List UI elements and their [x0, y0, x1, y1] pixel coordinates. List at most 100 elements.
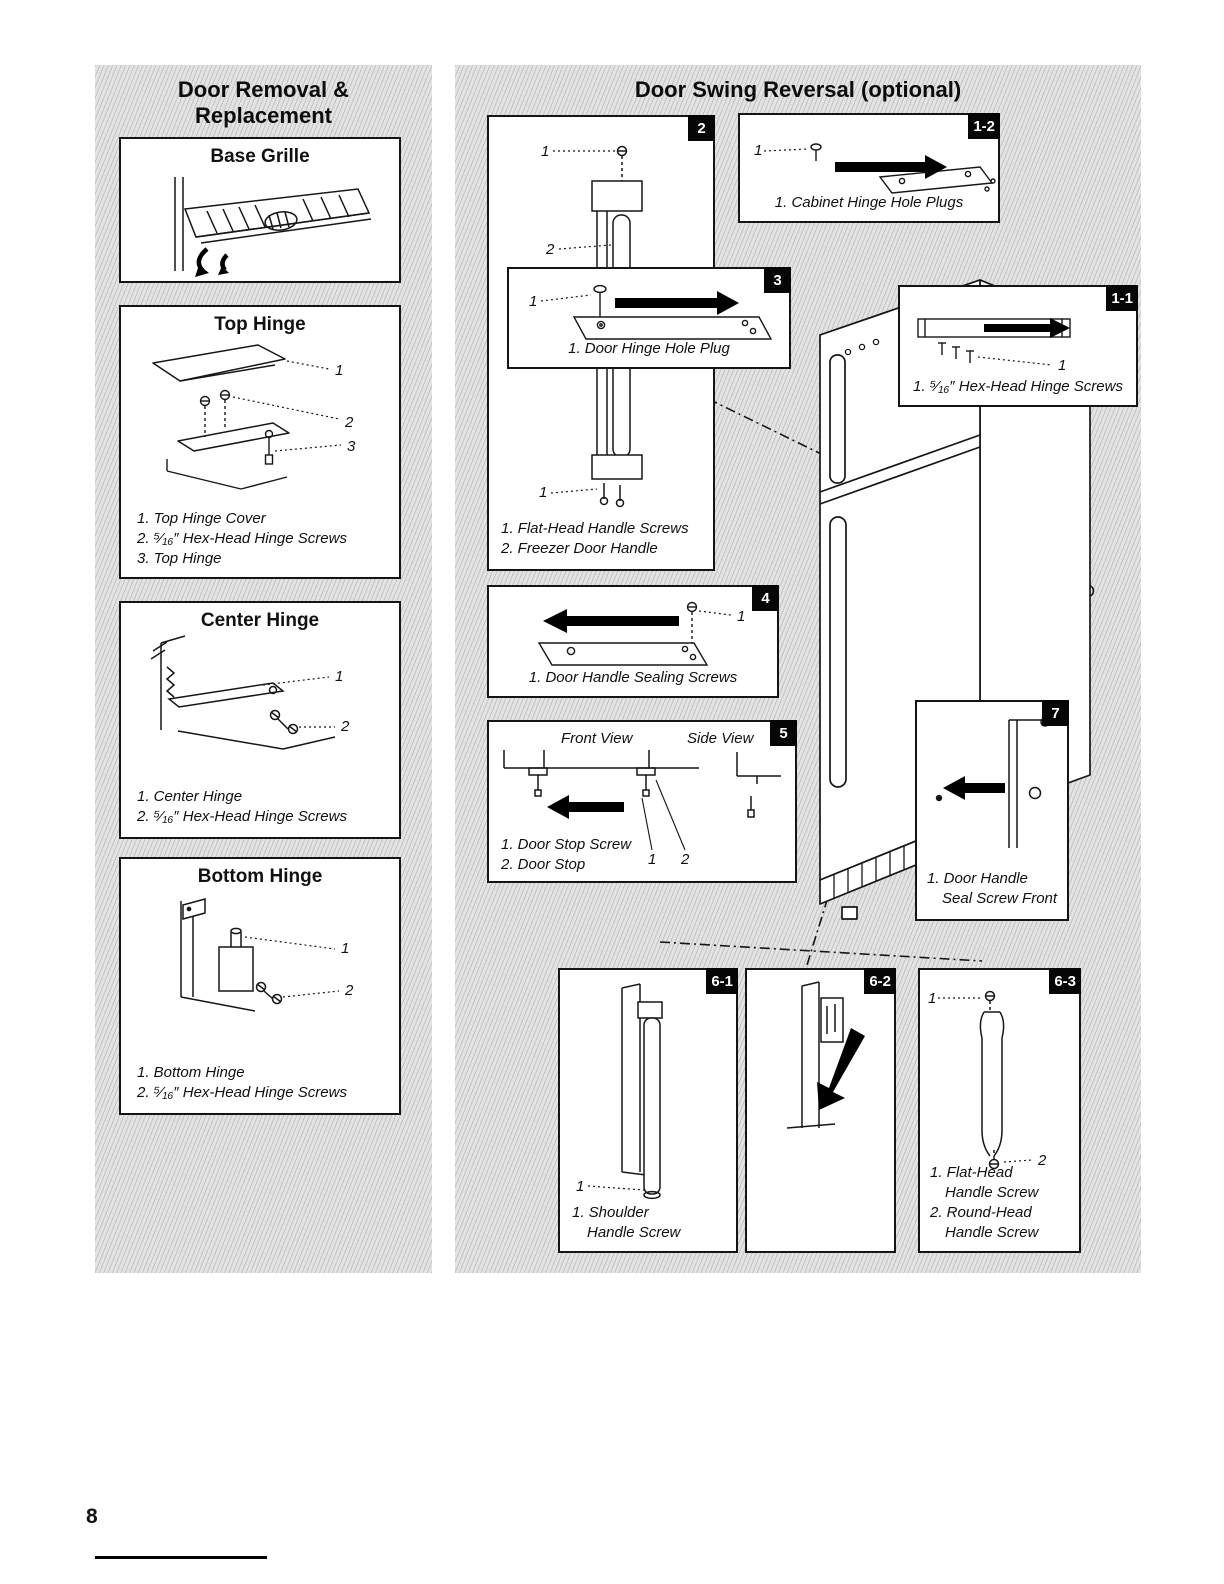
side-view-label: Side View	[687, 730, 754, 747]
center-hinge-legend: 1. Center Hinge 2. ⁵⁄₁₆″ Hex-Head Hinge …	[137, 787, 347, 827]
box11-callout-1: 1	[1058, 357, 1066, 374]
bottom-hinge-illustration: 1 2	[180, 898, 354, 1012]
center-hinge-callout-1: 1	[335, 668, 343, 685]
legend-line: 1. Shoulder	[572, 1203, 649, 1221]
sealing-screws-illustration: 1	[537, 601, 745, 666]
legend-line: Seal Screw Front	[942, 889, 1058, 907]
legend-line: 2. Door Stop	[501, 855, 586, 873]
center-hinge-title: Center Hinge	[200, 610, 320, 631]
bottom-hinge-title: Bottom Hinge	[197, 866, 323, 887]
handle-rotate-box: 6-2	[745, 968, 896, 1253]
step-badge-1-2: 1-2	[968, 113, 1000, 139]
box63-callout-2: 2	[1037, 1152, 1047, 1169]
step-badge-5: 5	[770, 720, 797, 746]
center-hinge-callout-2: 2	[340, 718, 350, 735]
box5-callout-1: 1	[648, 851, 656, 868]
base-grille-box: Base Grille	[119, 137, 401, 283]
step-badge-1-1: 1-1	[1106, 285, 1138, 311]
door-stop-box: 5 Front View Side View	[487, 720, 797, 883]
bottom-hinge-callout-1: 1	[341, 940, 349, 957]
legend-line: 1. Door Stop Screw	[501, 835, 632, 853]
door-plug-illustration: 1	[529, 284, 773, 340]
box5-callout-2: 2	[680, 851, 690, 868]
legend-line: Handle Screw	[587, 1223, 681, 1241]
box2-callout-bottom: 1	[539, 484, 547, 501]
hex-screws-box: 1-1 1 1. ⁵⁄₁₆″ Hex-Head Hinge Screws	[898, 285, 1138, 407]
top-hinge-box: Top Hinge	[119, 305, 401, 579]
box12-callout-1: 1	[754, 142, 762, 159]
door-hinge-plug-box: 3 1 1. Door Hinge Hole Plug	[507, 267, 791, 369]
bottom-hinge-box: Bottom Hinge 1 2	[119, 857, 401, 1115]
box4-callout-1: 1	[737, 608, 745, 625]
base-grille-illustration	[174, 177, 372, 277]
shoulder-screw-legend: 1. Shoulder Handle Screw	[572, 1203, 680, 1243]
left-title-line2: Replacement	[195, 102, 332, 128]
step-badge-2: 2	[688, 115, 715, 141]
legend-line: 2. Round-Head	[930, 1203, 1032, 1221]
legend-line: 1. Bottom Hinge	[137, 1063, 245, 1081]
handle-screws-illustration: 1 2	[928, 990, 1047, 1170]
door-plug-legend: 1. Door Hinge Hole Plug	[568, 339, 730, 357]
top-hinge-callout-1: 1	[335, 362, 343, 379]
bottom-hinge-legend: 1. Bottom Hinge 2. ⁵⁄₁₆″ Hex-Head Hinge …	[137, 1063, 347, 1103]
shoulder-screw-illustration: 1	[576, 983, 663, 1200]
box2-callout-mid: 2	[545, 241, 555, 258]
step-badge-7: 7	[1042, 700, 1069, 726]
top-hinge-legend: 1. Top Hinge Cover 2. ⁵⁄₁₆″ Hex-Head Hin…	[137, 509, 347, 569]
sealing-screws-box: 4 1 1. Door Handle Sealing Screws	[487, 585, 779, 698]
top-hinge-title: Top Hinge	[214, 314, 306, 335]
legend-line: 2. ⁵⁄₁₆″ Hex-Head Hinge Screws	[137, 807, 347, 825]
box2-callout-top: 1	[541, 143, 549, 160]
door-stop-illustration: 1 2	[503, 750, 781, 868]
handle-screws-box: 6-3 1 2 1. Flat-Head Handle Screw 2. Rou…	[918, 968, 1081, 1253]
box3-callout-1: 1	[529, 293, 537, 310]
legend-line: 2. Freezer Door Handle	[501, 539, 658, 557]
right-column-title: Door Swing Reversal (optional)	[634, 77, 962, 102]
box61-callout-1: 1	[576, 1178, 584, 1195]
freezer-handle-legend: 1. Flat-Head Handle Screws 2. Freezer Do…	[501, 519, 689, 559]
handle-screws-legend: 1. Flat-Head Handle Screw 2. Round-Head …	[930, 1163, 1038, 1243]
seal-screw-legend: 1. Door Handle Seal Screw Front	[927, 869, 1057, 909]
box63-callout-1: 1	[928, 990, 936, 1007]
legend-line: 1. Flat-Head	[930, 1163, 1013, 1181]
center-hinge-box: Center Hinge 1 2	[119, 601, 401, 839]
base-grille-title: Base Grille	[210, 146, 310, 167]
cabinet-hinge-plugs-box: 1-2 1 1. Cabinet Hinge Hole Plugs	[738, 113, 1000, 223]
step-badge-6-2: 6-2	[864, 968, 896, 994]
legend-line: 1. Center Hinge	[137, 787, 243, 805]
bottom-hinge-callout-2: 2	[344, 982, 354, 999]
center-hinge-illustration: 1 2	[150, 635, 350, 750]
door-stop-legend: 1. Door Stop Screw 2. Door Stop	[501, 835, 631, 875]
page-number: 8	[86, 1505, 98, 1528]
legend-line: Handle Screw	[945, 1223, 1039, 1241]
legend-line: 3. Top Hinge	[137, 549, 222, 567]
top-hinge-illustration: 1 2 3	[152, 344, 356, 490]
left-column-title: Door Removal & Replacement	[95, 77, 432, 129]
footer-rule	[95, 1556, 267, 1559]
legend-line: Handle Screw	[945, 1183, 1039, 1201]
handle-rotate-illustration	[786, 981, 865, 1129]
shoulder-screw-box: 6-1 1 1. Shoulder Handle Screw	[558, 968, 738, 1253]
seal-screw-front-box: 7 1. Door Handle Seal Screw Front	[915, 700, 1069, 921]
top-hinge-callout-3: 3	[347, 438, 356, 455]
step-badge-6-1: 6-1	[706, 968, 738, 994]
seal-screw-illustration	[935, 717, 1057, 848]
step-badge-3: 3	[764, 267, 791, 293]
legend-line: 2. ⁵⁄₁₆″ Hex-Head Hinge Screws	[137, 529, 347, 547]
legend-line: 1. Door Handle	[927, 869, 1028, 887]
step-badge-4: 4	[752, 585, 779, 611]
door-removal-panel: Door Removal & Replacement Base Grille	[95, 65, 432, 1273]
legend-line: 1. Flat-Head Handle Screws	[501, 519, 689, 537]
legend-line: 1. Top Hinge Cover	[137, 509, 266, 527]
cabinet-plugs-legend: 1. Cabinet Hinge Hole Plugs	[774, 193, 964, 211]
cabinet-plugs-illustration: 1	[754, 142, 996, 194]
door-swing-panel: Door Swing Reversal (optional)	[455, 65, 1141, 1273]
left-title-line1: Door Removal &	[177, 77, 350, 102]
sealing-screws-legend: 1. Door Handle Sealing Screws	[528, 668, 738, 686]
top-hinge-callout-2: 2	[344, 414, 354, 431]
front-view-label: Front View	[561, 730, 633, 747]
hex-screws-legend: 1. ⁵⁄₁₆″ Hex-Head Hinge Screws	[913, 377, 1123, 395]
legend-line: 2. ⁵⁄₁₆″ Hex-Head Hinge Screws	[137, 1083, 347, 1101]
hex-screws-illustration: 1	[917, 318, 1071, 374]
step-badge-6-3: 6-3	[1049, 968, 1081, 994]
